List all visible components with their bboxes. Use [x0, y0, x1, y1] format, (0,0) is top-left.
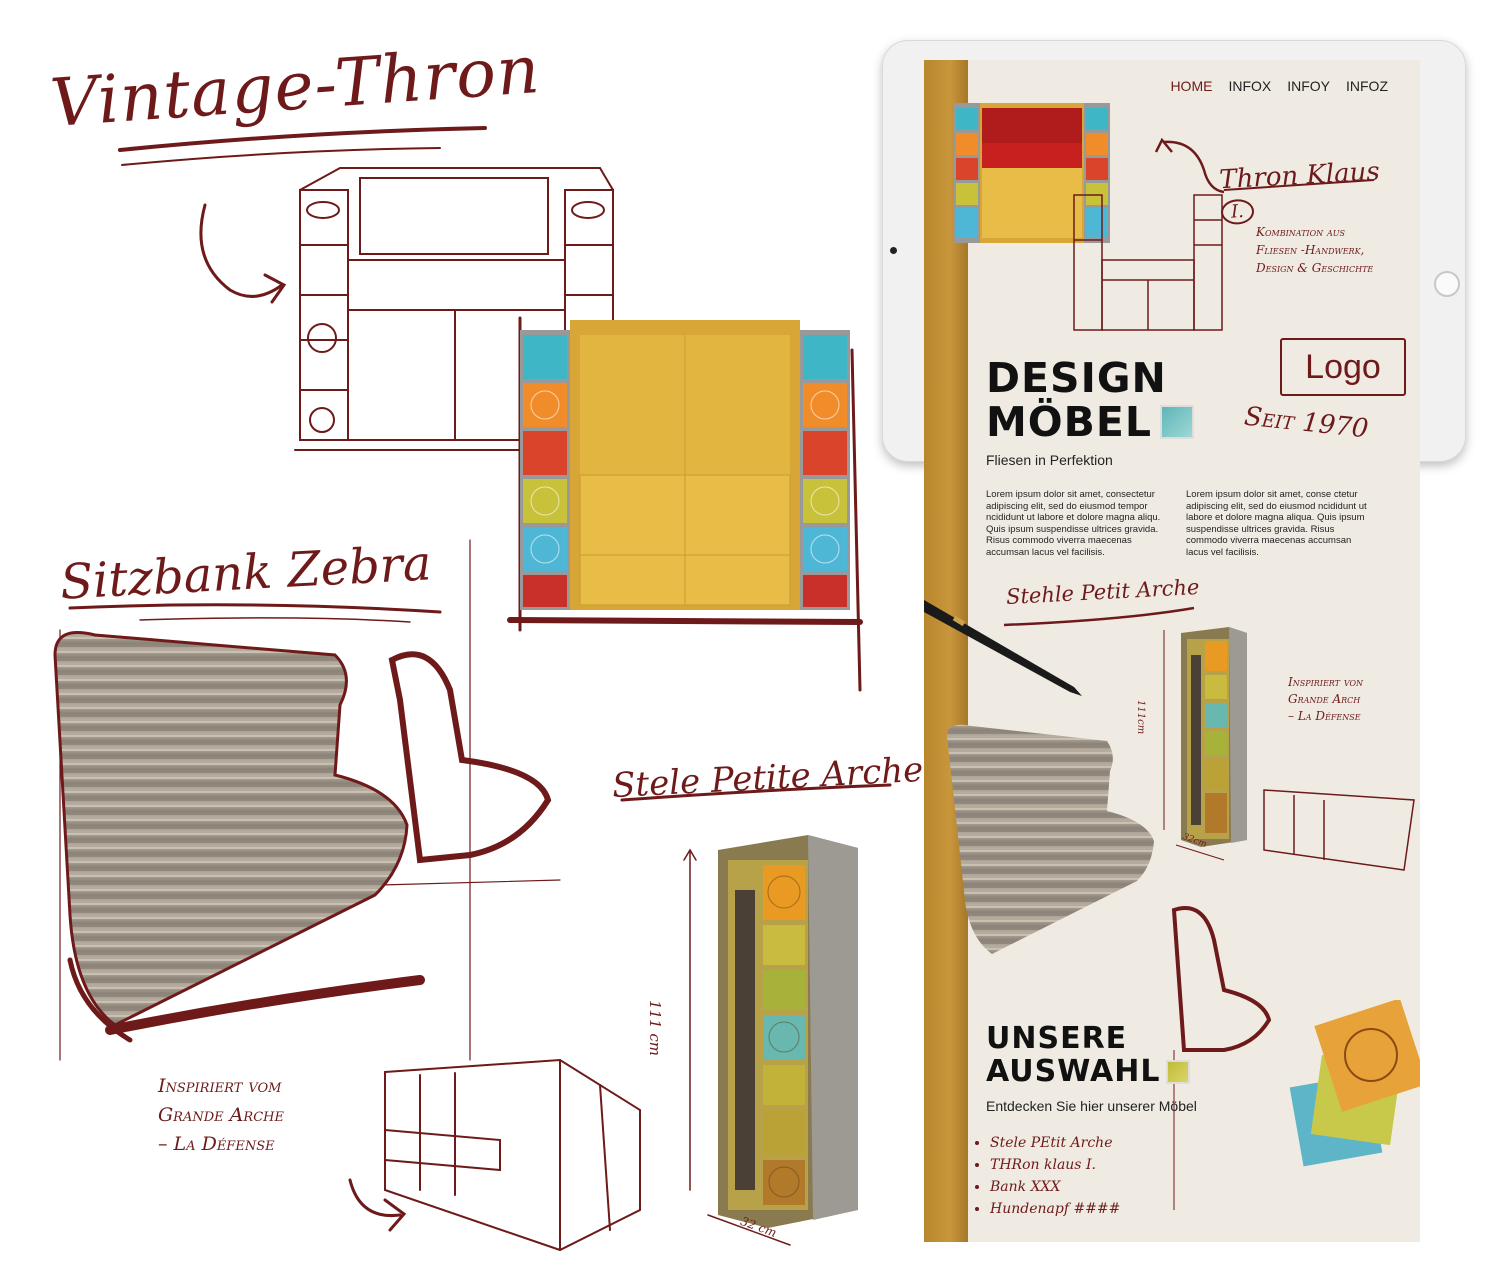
headline-line-1: DESIGN [986, 354, 1167, 402]
headline-line-2: MÖBEL [986, 398, 1153, 446]
thron-desc-3: Design & Geschichte [1256, 261, 1374, 275]
thron-badge: I. [1220, 198, 1255, 226]
caption-line-2: Grande Arche [158, 1104, 284, 1126]
tablet-camera [890, 247, 897, 254]
tablet-home-button[interactable] [1434, 271, 1460, 297]
thron-desc-2: Fliesen -Handwerk, [1256, 243, 1365, 257]
auswahl-subheadline: Entdecken Sie hier unserer Möbel [986, 1098, 1197, 1114]
lorem-left: Lorem ipsum dolor sit amet, consectetur … [986, 489, 1161, 558]
thron-description: Kombination aus Fliesen -Handwerk, Desig… [1256, 223, 1373, 277]
bench-thumbnail [947, 724, 1154, 954]
caption-line-1: Inspiriert vom [158, 1075, 282, 1097]
inspiration-caption: Inspiriert vom Grande Arche – La Défense [158, 1072, 284, 1159]
stele-photo [718, 835, 858, 1228]
pen-image [924, 600, 1082, 696]
caption-line-3: – La Défense [158, 1133, 275, 1155]
list-item[interactable]: Bank XXX [990, 1176, 1120, 1198]
stele-caption-3: – La Défense [1288, 709, 1361, 723]
stele-caption-1: Inspiriert von [1288, 675, 1364, 689]
headline-design-moebel: DESIGN MÖBEL [986, 354, 1195, 446]
auswahl-line-2: AUSWAHL [986, 1054, 1161, 1089]
nav-infoz[interactable]: INFOZ [1346, 78, 1388, 94]
page-sketches [1003, 137, 1415, 1210]
nav-home[interactable]: HOME [1170, 78, 1213, 94]
tiles-stack [1289, 1000, 1420, 1167]
stele-thumbnail [1181, 627, 1247, 847]
tile-icon-small [1166, 1059, 1191, 1084]
thron-title: Thron Klaus I. [1219, 155, 1420, 226]
list-item[interactable]: THRon klaus I. [990, 1154, 1120, 1176]
list-item[interactable]: Stele PEtit Arche [990, 1132, 1120, 1154]
website-mockup: HOME INFOX INFOY INFOZ [924, 60, 1420, 1242]
auswahl-list: Stele PEtit Arche THRon klaus I. Bank XX… [972, 1132, 1120, 1220]
list-item[interactable]: Hundenapf #### [990, 1198, 1120, 1220]
stele-height-label: 111 cm [646, 1000, 664, 1057]
subheadline: Fliesen in Perfektion [986, 452, 1113, 468]
nav-infoy[interactable]: INFOY [1287, 78, 1330, 94]
main-nav: HOME INFOX INFOY INFOZ [1170, 78, 1388, 94]
tile-icon [1160, 405, 1195, 439]
gold-paper-stripe [924, 60, 968, 1242]
sketch-canvas [59, 126, 892, 1252]
logo-placeholder[interactable]: Logo [1280, 338, 1406, 396]
auswahl-line-1: UNSERE [986, 1021, 1128, 1056]
lorem-right: Lorem ipsum dolor sit amet, conse ctetur… [1186, 489, 1367, 558]
stele-caption: Inspiriert von Grande Arch – La Défense [1288, 674, 1363, 725]
throne-photo [520, 320, 850, 610]
headline-unsere-auswahl: UNSERE AUSWAHL [986, 1021, 1191, 1089]
nav-infox[interactable]: INFOX [1228, 78, 1272, 94]
bench-photo [53, 631, 409, 1027]
throne-thumbnail [954, 103, 1110, 243]
stele-caption-2: Grande Arch [1288, 692, 1361, 706]
thron-desc-1: Kombination aus [1256, 225, 1345, 239]
